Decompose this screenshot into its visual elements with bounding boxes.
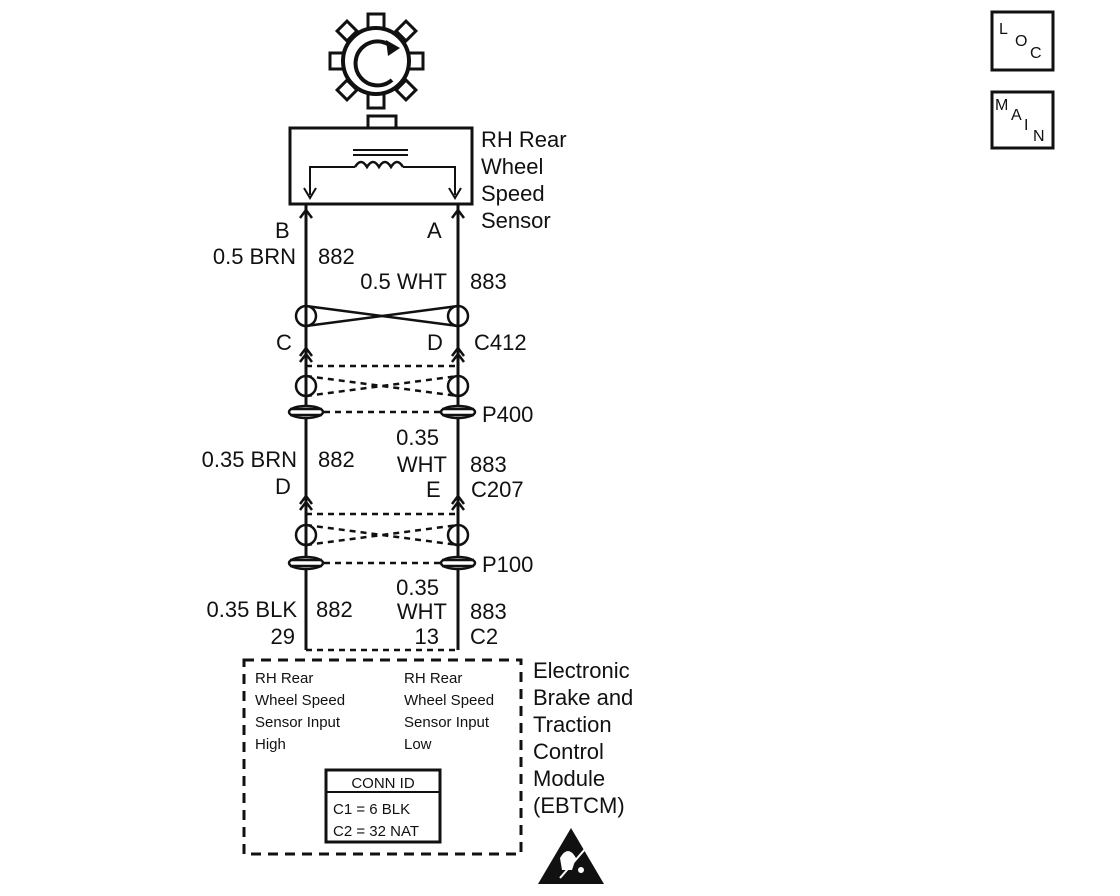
c2-pin-13: 13 (415, 624, 439, 649)
module-name-line-2: Brake and (533, 685, 633, 710)
sensor-pin-a: A (427, 218, 442, 243)
main-letter-a: A (1011, 107, 1022, 124)
conn-id-table (324, 768, 442, 844)
conn-id-row-1: C1 = 6 BLK (333, 801, 410, 818)
segment1-left-wire: 0.5 BRN (213, 244, 296, 269)
c2-pin-29: 29 (271, 624, 295, 649)
wheel-speed-sensor (288, 114, 474, 206)
main-letter-m: M (995, 97, 1008, 114)
module-name-line-6: (EBTCM) (533, 793, 625, 818)
segment2-right-wire-line-1: 0.35 (396, 425, 439, 450)
c412-label: C412 (474, 330, 527, 355)
input-high-line-4: High (255, 736, 286, 753)
segment2-left-wire: 0.35 BRN (202, 447, 297, 472)
twisted-pair-2 (294, 374, 470, 398)
p100-label: P100 (482, 552, 533, 577)
segment1-left-circuit: 882 (318, 244, 355, 269)
segment1-right-circuit: 883 (470, 269, 507, 294)
segment1-right-wire: 0.5 WHT (360, 269, 447, 294)
loc-letter-c: C (1030, 45, 1042, 62)
main-button-icon[interactable]: M A I N (990, 90, 1055, 150)
module-name-line-3: Traction (533, 712, 612, 737)
segment2-right-circuit: 883 (470, 452, 507, 477)
c207-pin-e: E (426, 477, 441, 502)
splice-p100 (287, 555, 477, 571)
p400-label: P400 (482, 402, 533, 427)
segment3-right-circuit: 883 (470, 599, 507, 624)
main-letter-i: I (1024, 117, 1028, 134)
c2-label: C2 (470, 624, 498, 649)
sensor-title-line-2: Wheel (481, 154, 543, 179)
module-name-line-4: Control (533, 739, 604, 764)
connector-c412 (299, 345, 465, 368)
segment3-right-wire-line-1: 0.35 (396, 575, 439, 600)
loc-button-icon[interactable]: L O C (990, 10, 1055, 72)
segment2-left-circuit: 882 (318, 447, 355, 472)
loc-letter-l: L (999, 21, 1008, 38)
twisted-pair-3 (294, 523, 470, 547)
c412-pin-d: D (427, 330, 443, 355)
module-name-line-5: Module (533, 766, 605, 791)
ebtcm-module (242, 658, 523, 856)
sensor-pin-b: B (275, 218, 290, 243)
conn-id-row-2: C2 = 32 NAT (333, 823, 419, 840)
module-name-line-1: Electronic (533, 658, 630, 683)
input-high-line-1: RH Rear (255, 670, 313, 687)
segment2-right-wire-line-2: WHT (397, 452, 447, 477)
input-low-line-2: Wheel Speed (404, 692, 494, 709)
splice-p400 (287, 404, 477, 420)
c412-pin-c: C (276, 330, 292, 355)
segment3-right-wire-line-2: WHT (397, 599, 447, 624)
input-low-line-1: RH Rear (404, 670, 462, 687)
conn-id-title: CONN ID (351, 775, 415, 792)
input-low-line-3: Sensor Input (404, 714, 490, 731)
esd-warning-icon (538, 828, 604, 884)
sensor-title-line-4: Sensor (481, 208, 551, 233)
main-letter-n: N (1033, 128, 1045, 145)
input-low-line-4: Low (404, 736, 432, 753)
segment3-left-wire: 0.35 BLK (206, 597, 297, 622)
segment3-left-circuit: 882 (316, 597, 353, 622)
tone-wheel-icon (328, 12, 425, 110)
c207-label: C207 (471, 477, 524, 502)
input-high-line-3: Sensor Input (255, 714, 341, 731)
connector-c207 (299, 493, 465, 516)
c207-pin-d: D (275, 474, 291, 499)
twisted-pair-1 (294, 304, 470, 328)
sensor-title-line-1: RH Rear (481, 127, 567, 152)
loc-letter-o: O (1015, 33, 1027, 50)
sensor-title-line-3: Speed (481, 181, 545, 206)
input-high-line-2: Wheel Speed (255, 692, 345, 709)
